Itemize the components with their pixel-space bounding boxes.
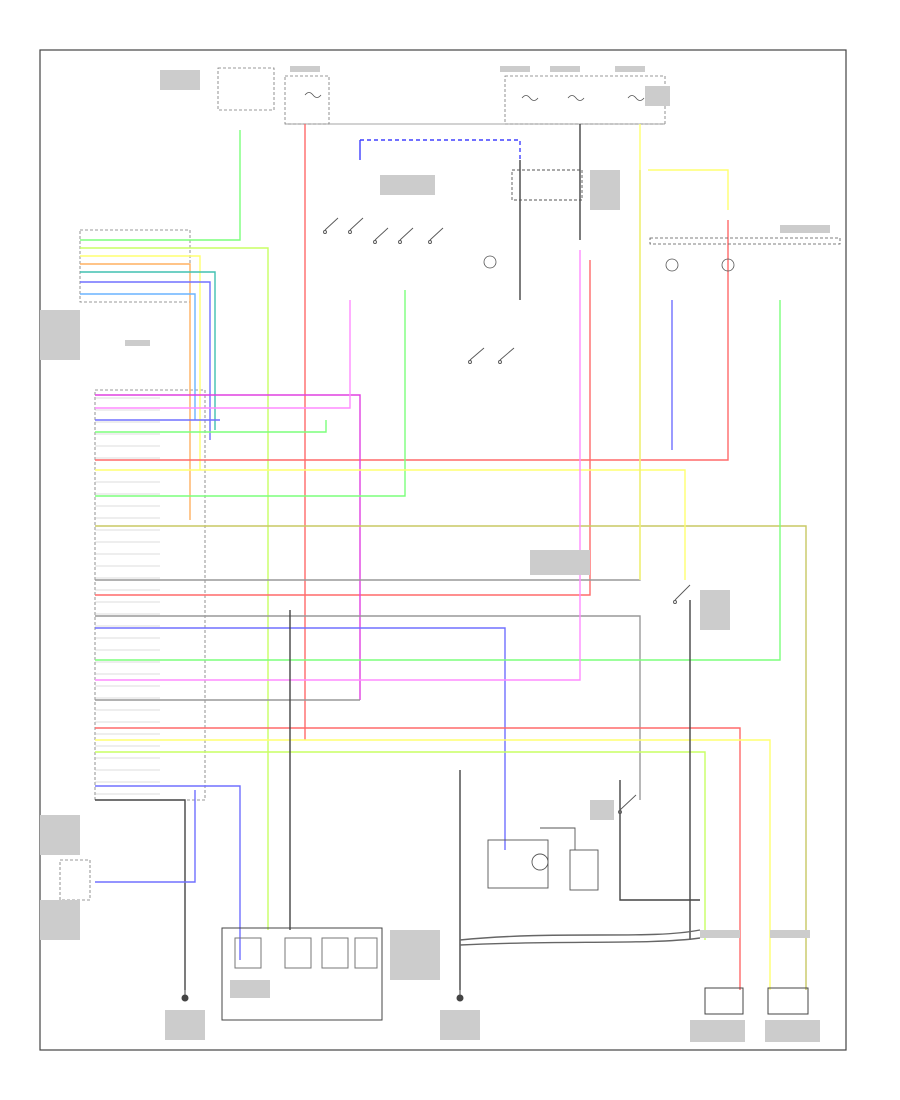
wire-red <box>95 727 741 990</box>
switch-group <box>323 169 691 814</box>
wire-lime <box>80 247 269 930</box>
wire-red <box>95 260 591 596</box>
switch-icon <box>323 217 339 234</box>
illegible-labels <box>40 66 830 1042</box>
wire-black <box>95 799 186 990</box>
sensor-lead <box>540 827 576 850</box>
wire-blue <box>95 785 241 960</box>
wire-magenta <box>95 394 361 700</box>
wire-yellow <box>80 255 201 470</box>
fuse-icon <box>304 92 322 98</box>
wire-yellow <box>95 469 686 580</box>
fuse-icon <box>521 95 539 101</box>
wires <box>80 124 807 990</box>
switch-icon <box>498 347 515 364</box>
fuse-icon <box>567 95 585 101</box>
wire-green <box>95 300 781 661</box>
lamp-group <box>483 237 841 272</box>
top-fuse-blocks <box>217 67 666 125</box>
wire-blue <box>95 627 506 850</box>
connector-icon <box>59 859 91 901</box>
wire-black <box>619 780 700 901</box>
wire-harness <box>459 929 701 941</box>
wire-light-blue <box>80 293 196 420</box>
wire-blue <box>80 281 211 440</box>
sensor-icon <box>704 987 744 1015</box>
wire-olive <box>95 525 807 990</box>
wire-red <box>95 220 729 461</box>
fuse-icon <box>627 95 645 101</box>
wire-harness <box>459 937 701 946</box>
sensor-icon <box>665 258 679 272</box>
connector-icon <box>649 237 841 245</box>
solenoid-icon <box>531 853 549 871</box>
solenoid-icon <box>569 849 599 891</box>
wire-gray <box>95 615 641 800</box>
speed-sensors <box>704 987 809 1015</box>
diagram-border <box>39 49 847 1051</box>
sensor-icon <box>483 255 497 269</box>
ground-icon <box>456 990 464 1002</box>
relay-center <box>511 169 583 201</box>
wire-yellow <box>95 739 771 990</box>
fuse-icon-group <box>304 92 645 101</box>
connector-icon <box>79 229 191 303</box>
relay-box-top-left <box>217 67 275 111</box>
wire-orange <box>80 263 191 520</box>
wire-lime <box>95 751 706 940</box>
switch-icon <box>468 347 485 364</box>
switch-icon <box>398 227 414 244</box>
solenoid-group <box>487 827 599 891</box>
switch-icon <box>348 217 364 234</box>
wire-pink <box>95 300 351 409</box>
wire-green <box>80 130 241 241</box>
switch-icon <box>673 584 691 604</box>
sensor-icon <box>767 987 809 1015</box>
wire-blue-dashed <box>360 139 521 160</box>
wire-blue <box>95 790 196 883</box>
sensor-icon <box>721 258 735 272</box>
pin-rows <box>95 397 160 795</box>
wire-teal <box>80 271 216 430</box>
wire-green <box>95 420 327 433</box>
wire-green <box>95 290 406 497</box>
switch-icon <box>618 794 637 814</box>
fuse-block-left <box>284 75 330 125</box>
wire-pink <box>95 250 581 681</box>
switch-icon <box>373 227 389 244</box>
switch-icon <box>428 227 444 244</box>
ground-icon <box>181 990 189 1002</box>
wire-gray <box>95 170 641 581</box>
control-module <box>221 927 383 1021</box>
solenoid-icon <box>487 839 549 889</box>
wire-yellow <box>648 169 729 210</box>
ground-group <box>181 990 464 1002</box>
